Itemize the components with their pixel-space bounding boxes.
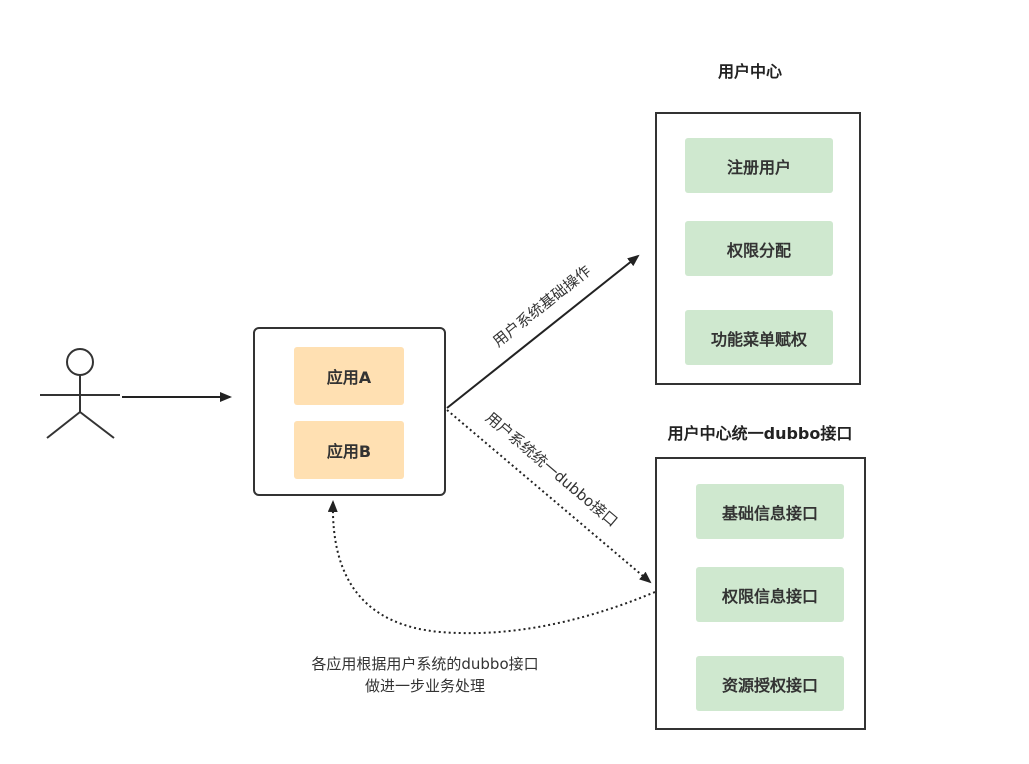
dubbo-call-arrow [446, 409, 652, 584]
permission-info-interface-item[interactable]: 权限信息接口 [696, 567, 844, 622]
basic-info-interface-item[interactable]: 基础信息接口 [696, 484, 844, 539]
app-a-item[interactable]: 应用A [294, 347, 404, 405]
application-group: 应用A 应用B [253, 327, 446, 496]
user-center-box: 注册用户 权限分配 功能菜单赋权 [655, 112, 861, 385]
permission-assign-item[interactable]: 权限分配 [685, 221, 833, 276]
dubbo-center-title: 用户中心统一dubbo接口 [667, 424, 853, 443]
dubbo-usage-note: 各应用根据用户系统的dubbo接口 做进一步业务处理 [255, 653, 595, 697]
basic-ops-arrow [446, 254, 640, 409]
dubbo-return-arrow [327, 500, 656, 635]
app-b-item[interactable]: 应用B [294, 421, 404, 479]
resource-authorize-interface-item[interactable]: 资源授权接口 [696, 656, 844, 711]
dubbo-center-box: 基础信息接口 权限信息接口 资源授权接口 [655, 457, 866, 730]
user-center-title: 用户中心 [717, 62, 782, 81]
note-line-2: 做进一步业务处理 [364, 677, 485, 695]
register-user-item[interactable]: 注册用户 [685, 138, 833, 193]
menu-authorize-item[interactable]: 功能菜单赋权 [685, 310, 833, 365]
user-actor-icon [40, 348, 120, 439]
note-line-1: 各应用根据用户系统的dubbo接口 [311, 655, 539, 673]
